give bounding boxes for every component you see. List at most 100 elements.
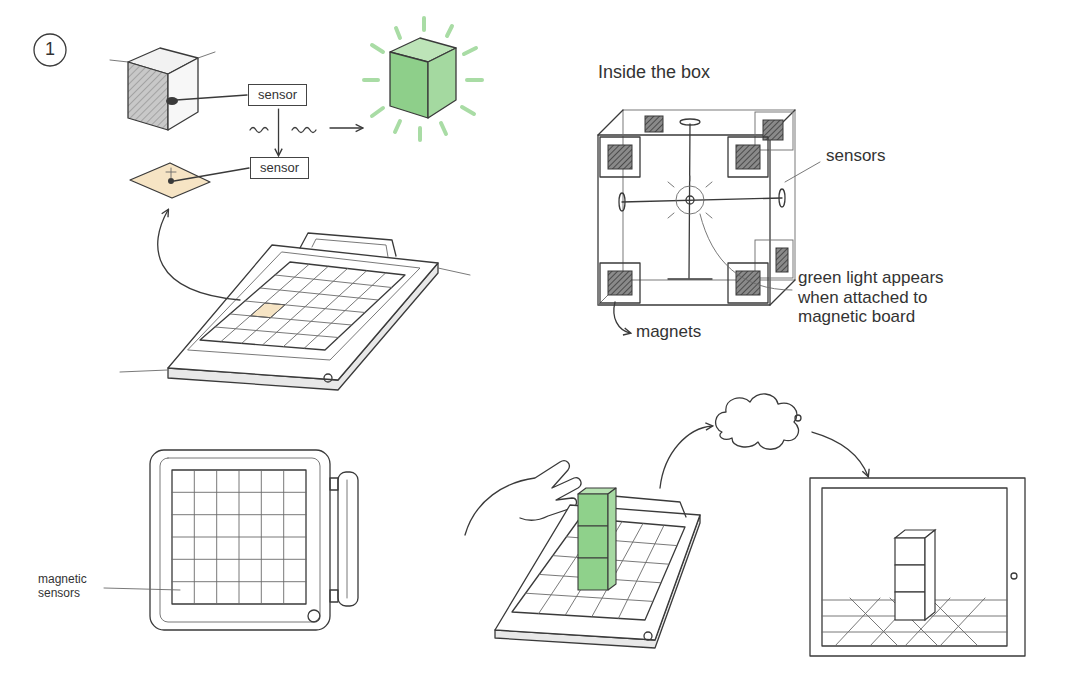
inside-box-wireframe-part xyxy=(668,176,712,218)
board-top-view-part xyxy=(172,470,306,604)
glowing-cube-part-part xyxy=(395,121,400,132)
cloud-and-screen-part-part xyxy=(895,538,925,565)
board-top-view-part-part xyxy=(172,492,306,493)
board-top-view-part xyxy=(150,450,330,630)
inside-box-wireframe-part xyxy=(779,189,785,207)
hand-and-board-part xyxy=(526,520,677,619)
inside-box-wireframe-part xyxy=(608,271,632,295)
cloud-and-screen-part xyxy=(795,415,801,421)
signal-waves-part xyxy=(292,128,316,133)
inside-box-wireframe-part xyxy=(736,145,760,169)
inside-box-wireframe-part xyxy=(700,214,792,290)
inside-box-wireframe-part-part xyxy=(668,182,674,187)
plain-cube xyxy=(110,48,247,130)
cloud-and-screen-part xyxy=(1011,573,1017,579)
cloud-and-screen xyxy=(716,394,1025,656)
callout-number: 1 xyxy=(38,39,62,60)
inside-box-wireframe-part xyxy=(614,302,630,333)
board-top-view-part xyxy=(308,610,320,622)
glowing-cube-part-part xyxy=(396,28,400,38)
node-text: sensor xyxy=(258,87,297,103)
plain-cube-part xyxy=(198,52,215,58)
callout-circle-part xyxy=(34,34,66,66)
annotation-note: green light appears when attached to mag… xyxy=(798,268,948,327)
sensor-pad-part xyxy=(130,163,210,198)
inside-box-wireframe-part xyxy=(600,137,640,177)
inside-box-wireframe-part xyxy=(680,119,700,125)
glowing-cube-part-part xyxy=(441,123,446,134)
plain-cube-part xyxy=(176,95,247,100)
part-label: sensors xyxy=(826,146,886,166)
cloud-and-screen-part-part xyxy=(930,598,978,646)
plain-cube-part xyxy=(110,60,128,62)
board-top-view-part xyxy=(330,590,338,602)
hand-and-board-part-part xyxy=(578,494,608,526)
hand-and-board-part-part xyxy=(578,526,608,558)
hand-and-board-part-part xyxy=(578,558,608,590)
hand-and-board-part xyxy=(644,632,652,640)
inside-box-wireframe-part xyxy=(755,112,793,150)
sensor-pad-part xyxy=(166,172,176,173)
inside-box-wireframe-part-part xyxy=(690,176,691,181)
glowing-cube-part-part xyxy=(462,107,474,114)
inside-box-wireframe-part xyxy=(736,271,760,295)
magnetic-board-perspective-part xyxy=(200,262,405,350)
callout-circle xyxy=(34,34,66,66)
magnetic-board-perspective-part xyxy=(158,210,240,300)
magnetic-board-perspective-part xyxy=(250,303,285,318)
cloud-and-screen-part xyxy=(812,432,868,476)
inside-box-wireframe-part xyxy=(728,137,768,177)
glowing-cube-part-part xyxy=(418,128,422,140)
inside-box-wireframe-part xyxy=(622,198,782,202)
cloud-and-screen-part xyxy=(895,530,935,620)
hand-and-board-part-part xyxy=(608,488,616,590)
sensor-box: sensor xyxy=(250,157,309,179)
inside-box-wireframe-part xyxy=(755,240,793,278)
magnetic-board-perspective-part xyxy=(300,233,396,256)
inside-box-wireframe-part-part xyxy=(706,182,712,187)
plain-cube-part xyxy=(166,97,178,105)
glowing-cube-part-part xyxy=(447,26,452,36)
board-top-view-part xyxy=(104,588,180,590)
board-top-view-part xyxy=(160,458,320,622)
inside-box-wireframe-part xyxy=(598,110,623,135)
inside-box-wireframe-part xyxy=(770,280,795,305)
glowing-cube-part xyxy=(364,18,482,140)
cloud-and-screen-part xyxy=(822,488,1007,646)
inside-box-wireframe-part-part xyxy=(706,213,712,218)
hand-and-board-part xyxy=(578,488,616,590)
magnetic-board-perspective-part xyxy=(438,268,470,275)
board-top-view-part-part xyxy=(172,559,306,560)
glowing-cube-part-part xyxy=(364,78,378,82)
figure-title: Inside the box xyxy=(598,62,710,83)
magnetic-board-perspective-part-part xyxy=(260,288,378,300)
magnetic-board-perspective-part-part xyxy=(275,275,392,288)
inside-box-wireframe-part xyxy=(598,135,770,305)
board-top-view-part xyxy=(347,480,348,598)
hand-and-board-part xyxy=(512,518,685,620)
plain-cube-part xyxy=(128,62,168,130)
inside-box-wireframe-part xyxy=(676,186,704,214)
magnetic-board-perspective-part-part xyxy=(230,314,352,325)
magnetic-board-perspective-part-part xyxy=(215,327,338,338)
glowing-cube-part-part xyxy=(464,48,476,54)
magnetic-board-perspective-part xyxy=(215,264,392,348)
magnetic-board-perspective-part xyxy=(120,370,168,372)
cloud-and-screen-part xyxy=(810,478,1025,656)
magnetic-board-perspective-part-part xyxy=(245,301,365,313)
signal-waves-part xyxy=(250,128,268,133)
sensor-pad-part xyxy=(168,178,174,184)
hand-and-board-part-part xyxy=(618,525,664,618)
board-top-view-part xyxy=(172,470,306,604)
inside-box-wireframe-part xyxy=(600,263,640,303)
inside-box-wireframe-part xyxy=(686,196,694,204)
board-top-view-part xyxy=(338,472,358,606)
magnetic-board-perspective-part xyxy=(168,245,438,380)
inside-box-wireframe-part xyxy=(776,248,788,272)
cloud-and-screen-part-part xyxy=(895,592,925,620)
cloud-and-screen-part-part xyxy=(940,598,985,646)
sensor-pad xyxy=(130,163,249,198)
